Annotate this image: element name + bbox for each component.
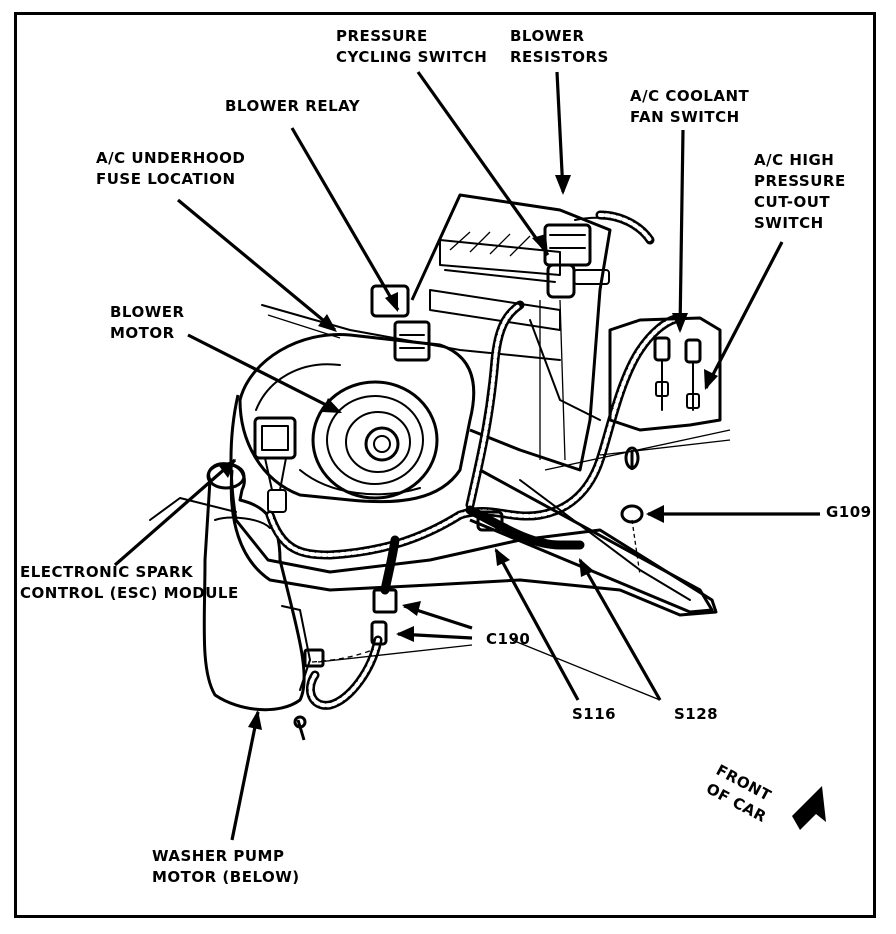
label-blower-resistors: BLOWER RESISTORS [510,27,609,66]
blower-housing [238,332,476,504]
blower-motor-shape [311,380,439,500]
label-esc-module: ELECTRONIC SPARK CONTROL (ESC) MODULE [20,563,239,602]
g109-ground-point [620,504,644,524]
label-ac-high-pressure-cutout-switch: A/C HIGH PRESSURE CUT-OUT SWITCH [754,151,846,232]
frame-rail [469,468,714,614]
label-g109: G109 [826,503,872,521]
label-c190: C190 [486,630,531,648]
label-blower-relay: BLOWER RELAY [225,97,361,115]
fender-outline [229,394,718,617]
diagram-frame [14,12,876,918]
c190-connector-lower [370,620,388,646]
switch-bracket [608,316,722,432]
plenum-box [410,193,612,472]
blower-resistor-block [543,223,592,267]
label-ac-underhood-fuse-location: A/C UNDERHOOD FUSE LOCATION [96,149,246,188]
label-s128: S128 [674,705,719,723]
label-ac-coolant-fan-switch: A/C COOLANT FAN SWITCH [630,87,750,126]
ac-high-pressure-switch-shape [684,338,702,364]
esc-module-shape [253,416,297,460]
s116-splice [476,510,504,532]
ac-coolant-fan-switch-shape [653,336,671,362]
label-blower-motor: BLOWER MOTOR [110,303,185,342]
label-washer-pump-motor: WASHER PUMP MOTOR (BELOW) [152,847,300,886]
c190-connector-upper [372,588,398,614]
front-arrow [792,786,826,830]
wiring-harness [265,313,685,560]
blower-relay-shape [370,284,410,318]
label-pressure-cycling-switch: PRESSURE CYCLING SWITCH [336,27,488,66]
callout-arrowheads [219,175,718,730]
label-s116: S116 [572,705,617,723]
